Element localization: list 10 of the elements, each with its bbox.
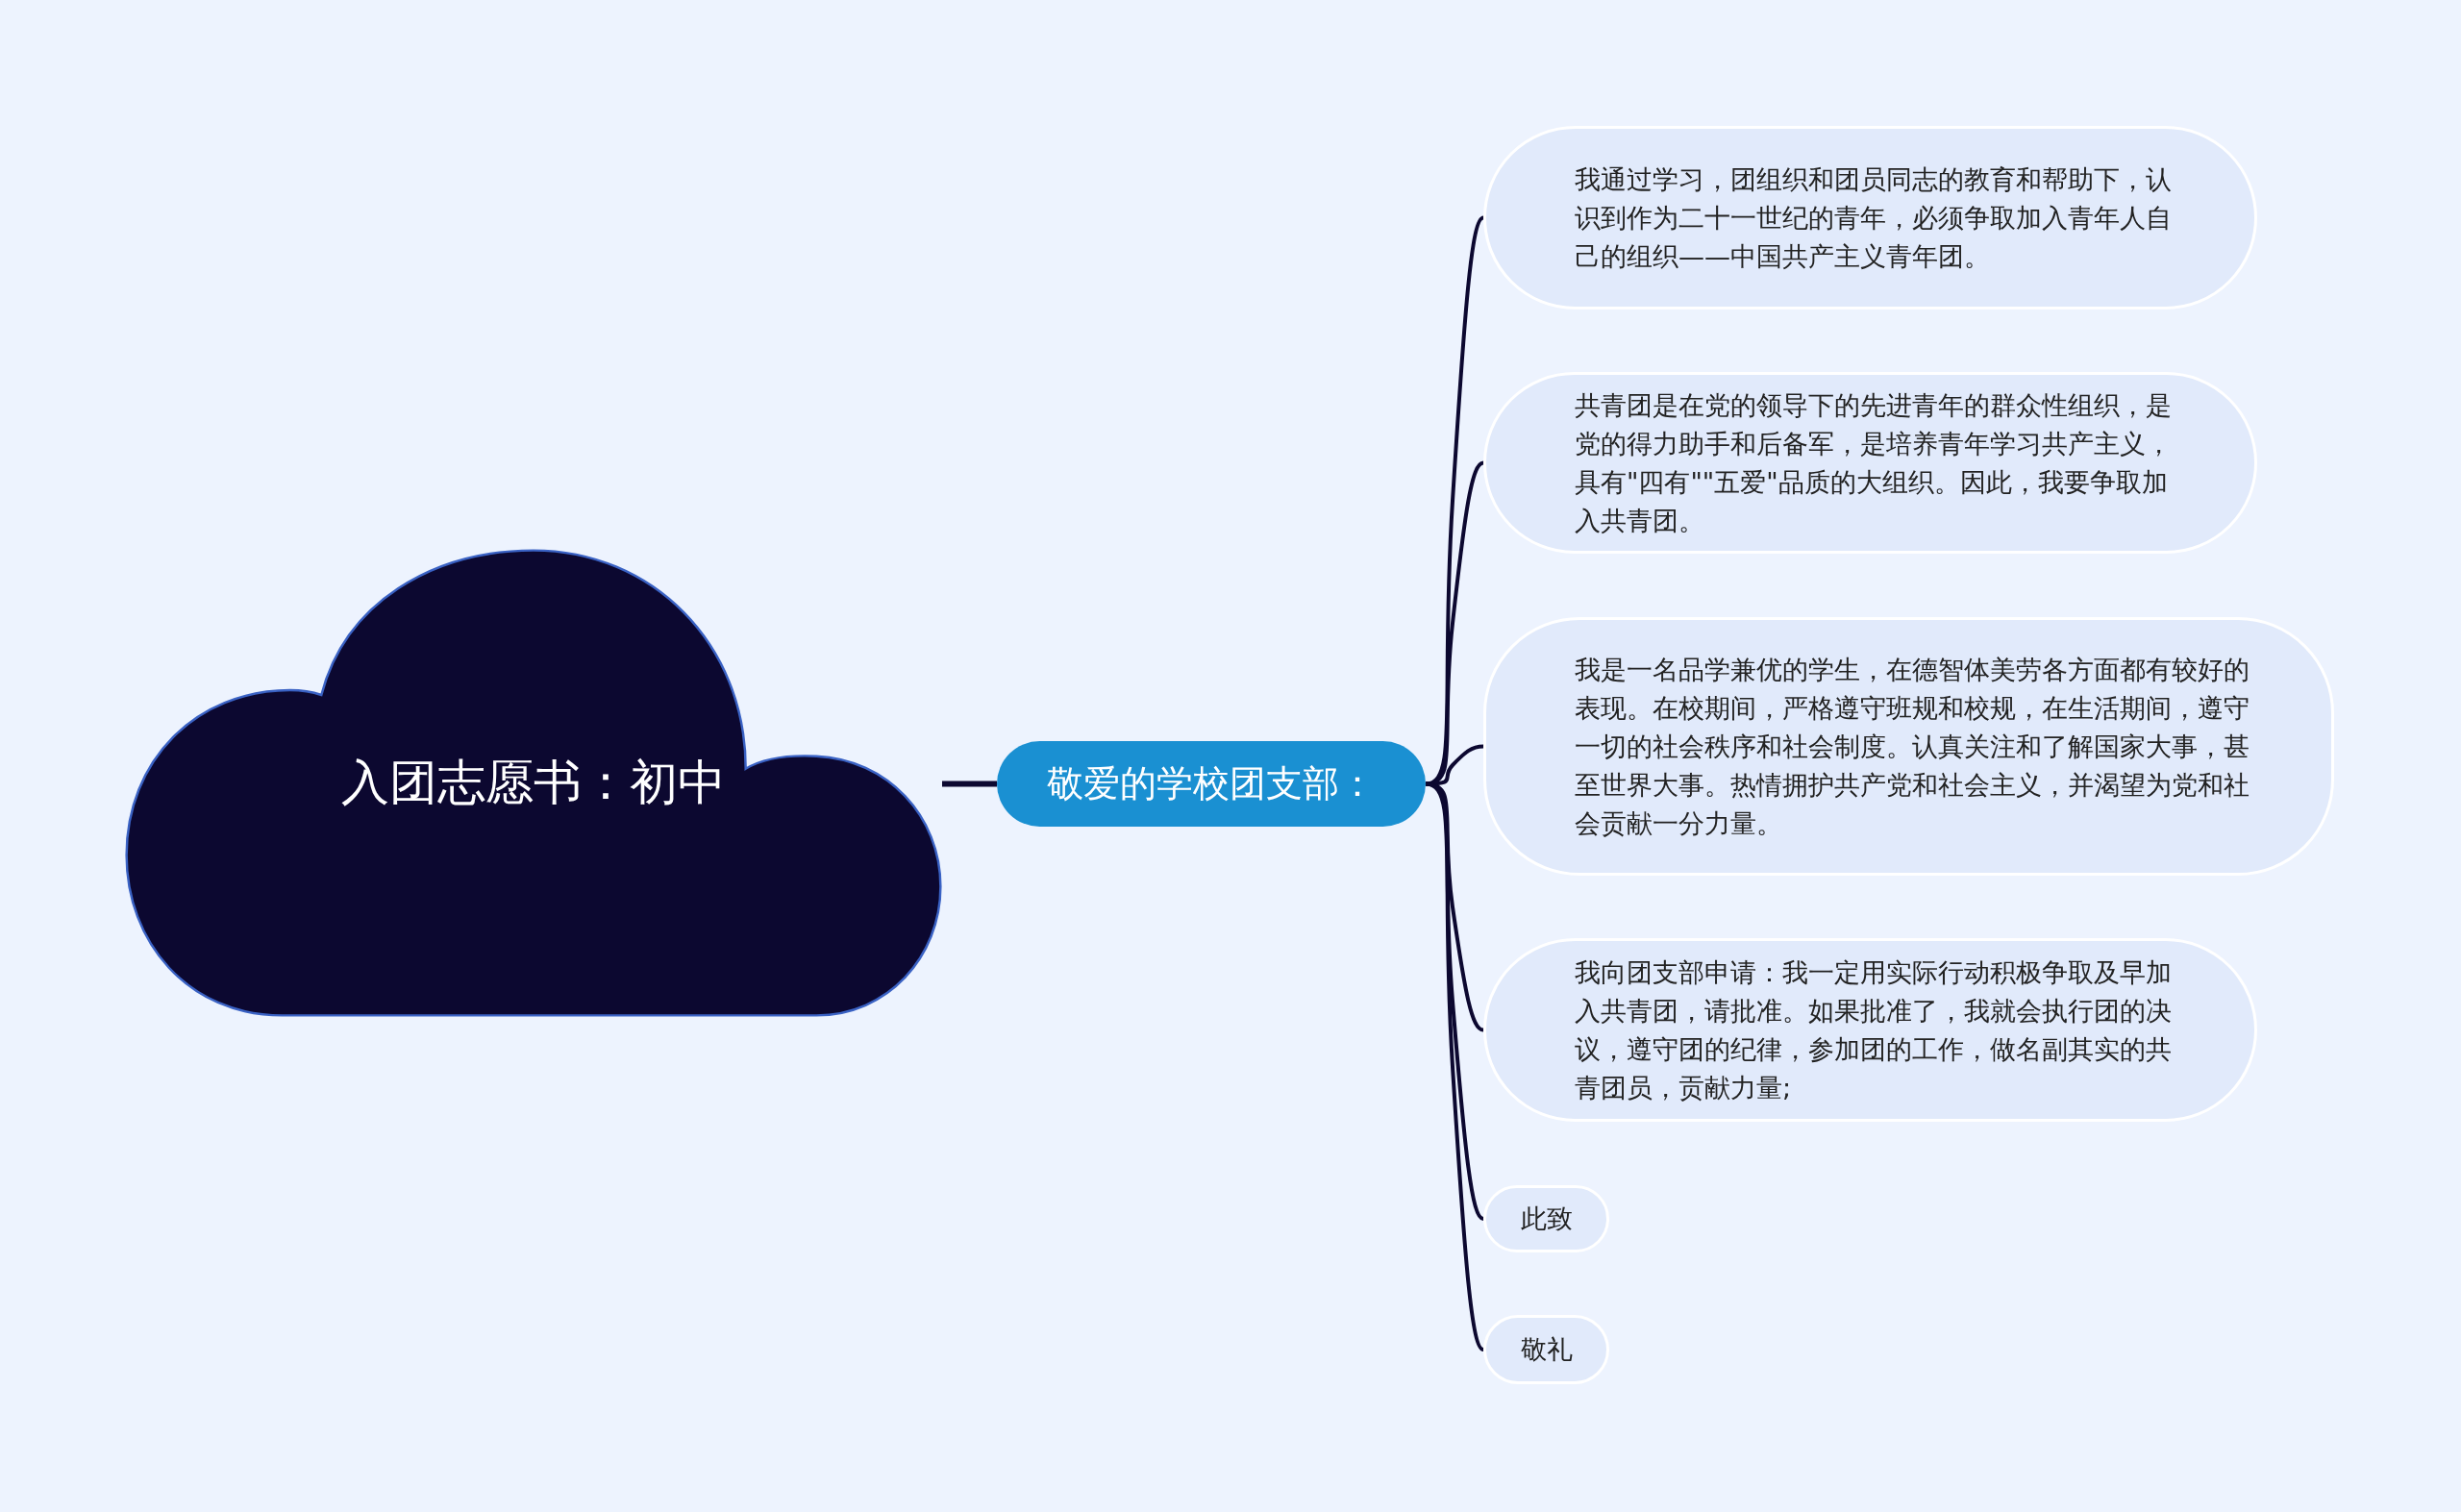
node-text: 共青团是在党的领导下的先进青年的群众性组织，是党的得力助手和后备军，是培养青年学习共产主义，具有"四有""五爱"品质的大组织。因此，我要争取加入共青团。 (1575, 388, 2173, 537)
topic-title: 入团志愿书：初中 (341, 754, 726, 812)
connector-line (1425, 744, 1484, 786)
connector-line (942, 781, 997, 787)
node-text: 敬爱的学校团支部： (1047, 761, 1376, 806)
node-text: 我是一名品学兼优的学生，在德智体美劳各方面都有较好的表现。在校期间，严格遵守班规和校规，在生活期间，遵守一切的社会秩序和社会制度。认真关注和了解国家大事，甚至世界大事。热情拥护共产党和社会主义，并渴望为党和社会贡献一分力量。 (1575, 653, 2250, 840)
node-text: 我向团支部申请：我一定用实际行动积极争取及早加入共青团，请批准。如果批准了，我就会执行团的决议，遵守团的纪律，参加团的工作，做名副其实的共青团员，贡献力量; (1575, 955, 2173, 1104)
node-text: 敬礼 (1520, 1333, 1573, 1366)
node-text: 此致 (1520, 1202, 1573, 1235)
node-text: 我通过学习，团组织和团员同志的教育和帮助下，认识到作为二十一世纪的青年，必须争取加入青年人自己的组织——中国共产主义青年团。 (1575, 162, 2173, 273)
